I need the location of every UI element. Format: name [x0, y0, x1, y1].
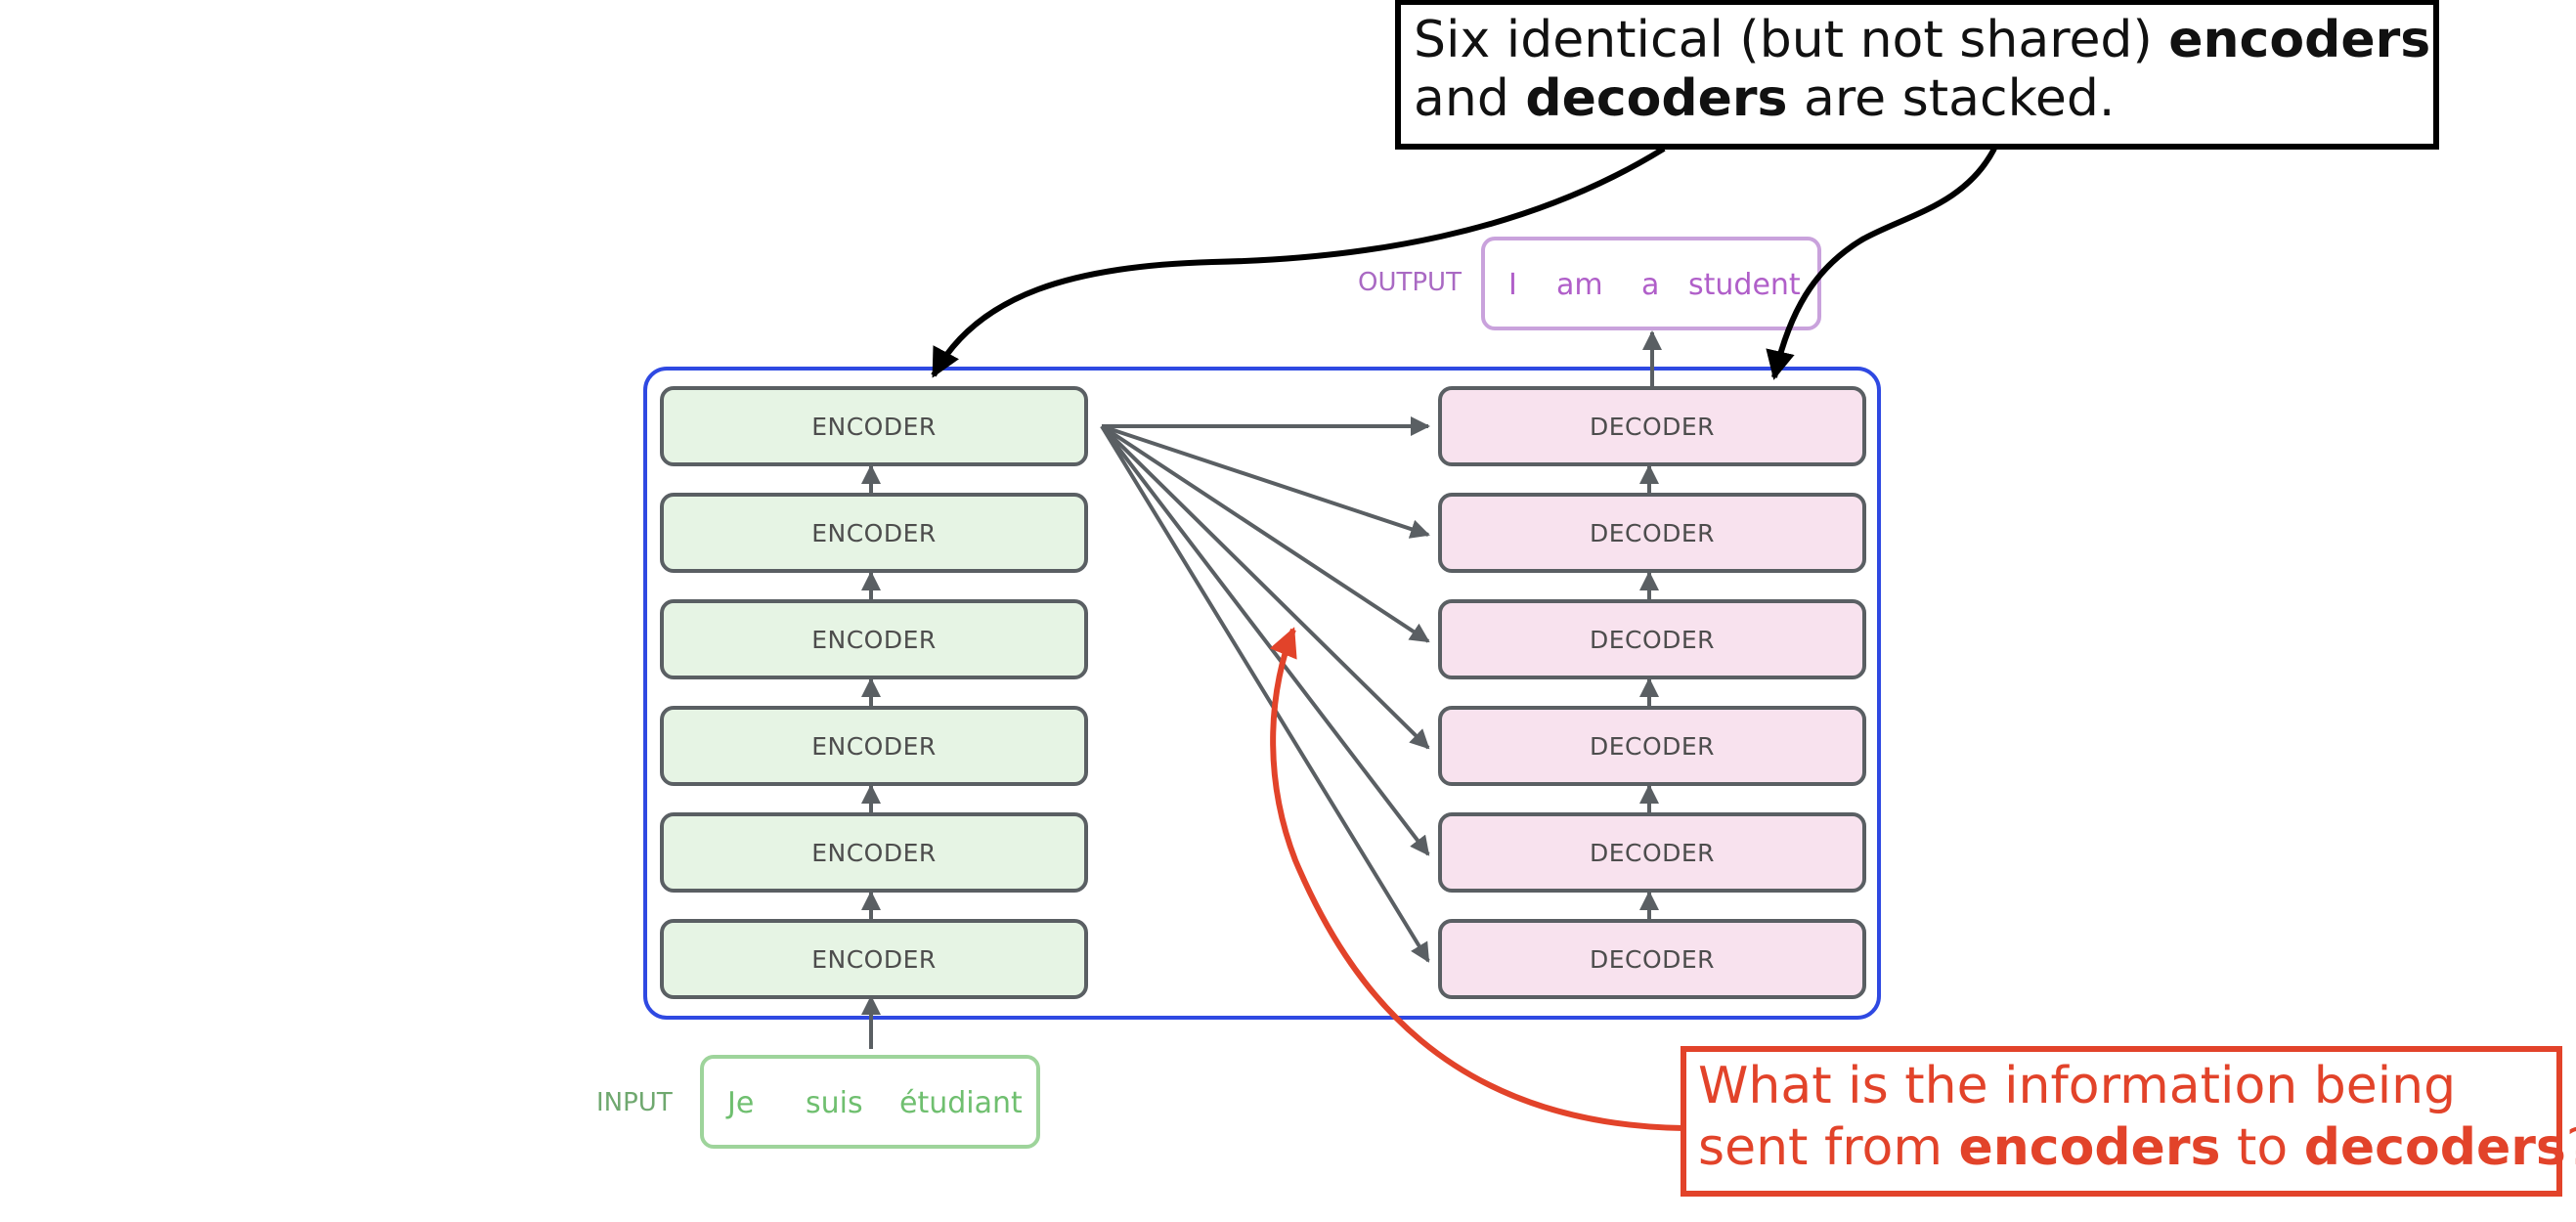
encoder-to-decoder-arrow-3 — [1100, 424, 1430, 643]
stack-arrows — [861, 464, 1659, 919]
input-word-2: suis — [806, 1086, 863, 1120]
decoder-label: DECODER — [1590, 732, 1715, 761]
encoder-label: ENCODER — [811, 519, 937, 547]
encoder-box-4: ENCODER — [660, 706, 1088, 786]
encoder-to-decoder-arrows — [1100, 416, 1430, 963]
encoder-box-3: ENCODER — [660, 599, 1088, 679]
input-word-3: étudiant — [899, 1086, 1023, 1120]
callout-arrow-to-encoders — [931, 146, 1666, 378]
encoder-box-5: ENCODER — [660, 812, 1088, 893]
question-callout: What is the information being sent from … — [1681, 1046, 2576, 1197]
decoder-box-2: DECODER — [1438, 493, 1866, 573]
input-word-1: Je — [725, 1086, 754, 1120]
encoder-to-decoder-arrow-5 — [1100, 424, 1430, 856]
question-callout-box — [1681, 1046, 2562, 1197]
decoder-box-6: DECODER — [1438, 919, 1866, 999]
stacking-callout-box — [1395, 0, 2439, 150]
encoder-label: ENCODER — [811, 945, 937, 974]
output-word-3: a — [1641, 268, 1659, 302]
encoder-box-1: ENCODER — [660, 386, 1088, 466]
encoder-stack: ENCODER ENCODER ENCODER ENCODER ENCODER ENCOD… — [660, 386, 1088, 999]
stacking-callout: Six identical (but not shared) encoders … — [1395, 0, 2439, 150]
encoder-label: ENCODER — [811, 626, 937, 654]
encoder-to-decoder-arrow-2 — [1101, 424, 1430, 539]
input-tag: INPUT — [596, 1088, 673, 1117]
output-tag: OUTPUT — [1358, 268, 1462, 297]
encoder-to-decoder-arrow-4 — [1100, 424, 1430, 750]
decoder-stack: DECODER DECODER DECODER DECODER DECODER DECOD… — [1438, 386, 1866, 999]
decoder-label: DECODER — [1590, 839, 1715, 867]
decoder-box-3: DECODER — [1438, 599, 1866, 679]
question-callout-line-2: sent from encoders to decoders? — [1698, 1118, 2576, 1177]
stacking-callout-line-2: and decoders are stacked. — [1414, 69, 2115, 128]
decoder-label: DECODER — [1590, 519, 1715, 547]
input-box — [700, 1055, 1040, 1149]
decoder-label: DECODER — [1590, 626, 1715, 654]
output-box — [1481, 237, 1821, 330]
encoder-box-6: ENCODER — [660, 919, 1088, 999]
decoder-box-1: DECODER — [1438, 386, 1866, 466]
stack-frame — [643, 367, 1881, 1020]
output-sentence: OUTPUT I am a student — [1358, 237, 1821, 330]
output-word-4: student — [1688, 268, 1801, 302]
output-word-2: am — [1556, 268, 1603, 302]
decoder-box-4: DECODER — [1438, 706, 1866, 786]
question-arrow — [1269, 627, 1684, 1131]
question-callout-line-1: What is the information being — [1698, 1057, 2456, 1115]
decoder-box-5: DECODER — [1438, 812, 1866, 893]
decoder-label: DECODER — [1590, 413, 1715, 441]
encoder-label: ENCODER — [811, 732, 937, 761]
decoder-label: DECODER — [1590, 945, 1715, 974]
input-sentence: INPUT Je suis étudiant — [596, 1055, 1040, 1149]
encoder-box-2: ENCODER — [660, 493, 1088, 573]
encoder-label: ENCODER — [811, 839, 937, 867]
encoder-label: ENCODER — [811, 413, 937, 441]
decoder-box-rect — [1438, 919, 1866, 999]
output-word-1: I — [1508, 268, 1517, 302]
callout-arrow-to-decoders — [1766, 147, 1997, 380]
encoder-to-decoder-arrow-6 — [1100, 424, 1430, 963]
stacking-callout-line-1: Six identical (but not shared) encoders — [1414, 11, 2430, 69]
